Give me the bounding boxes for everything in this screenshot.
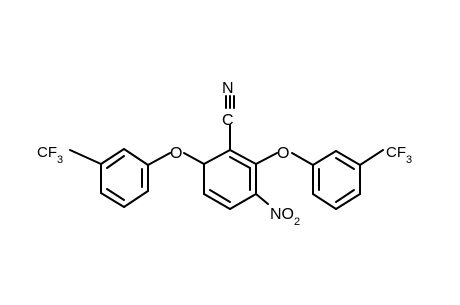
subscript-digit: 2 xyxy=(294,216,300,228)
right-cf3-group: CF3 xyxy=(359,144,412,166)
nitrile-carbon-label: C xyxy=(222,112,234,129)
central-ring xyxy=(203,149,257,210)
left-cf3-label: CF3 xyxy=(37,144,63,166)
nitro-group: NO2 xyxy=(255,193,300,228)
left-aryl-ring xyxy=(100,148,149,208)
subscript-digit: 3 xyxy=(57,154,63,166)
nitrile-nitrogen-label: N xyxy=(222,80,234,97)
ether-oxygen-left: O xyxy=(170,145,182,162)
subscript-digit: 3 xyxy=(406,154,412,166)
left-ether-linkage: O xyxy=(147,145,205,166)
ether-oxygen-right: O xyxy=(277,145,289,162)
right-cf3-label: CF3 xyxy=(386,144,412,166)
nitro-label: NO2 xyxy=(270,206,300,228)
nitrile-group: C N xyxy=(222,80,235,151)
left-cf3-group: CF3 xyxy=(37,144,102,166)
right-ether-linkage: O xyxy=(255,145,314,166)
right-aryl-ring xyxy=(312,150,361,210)
